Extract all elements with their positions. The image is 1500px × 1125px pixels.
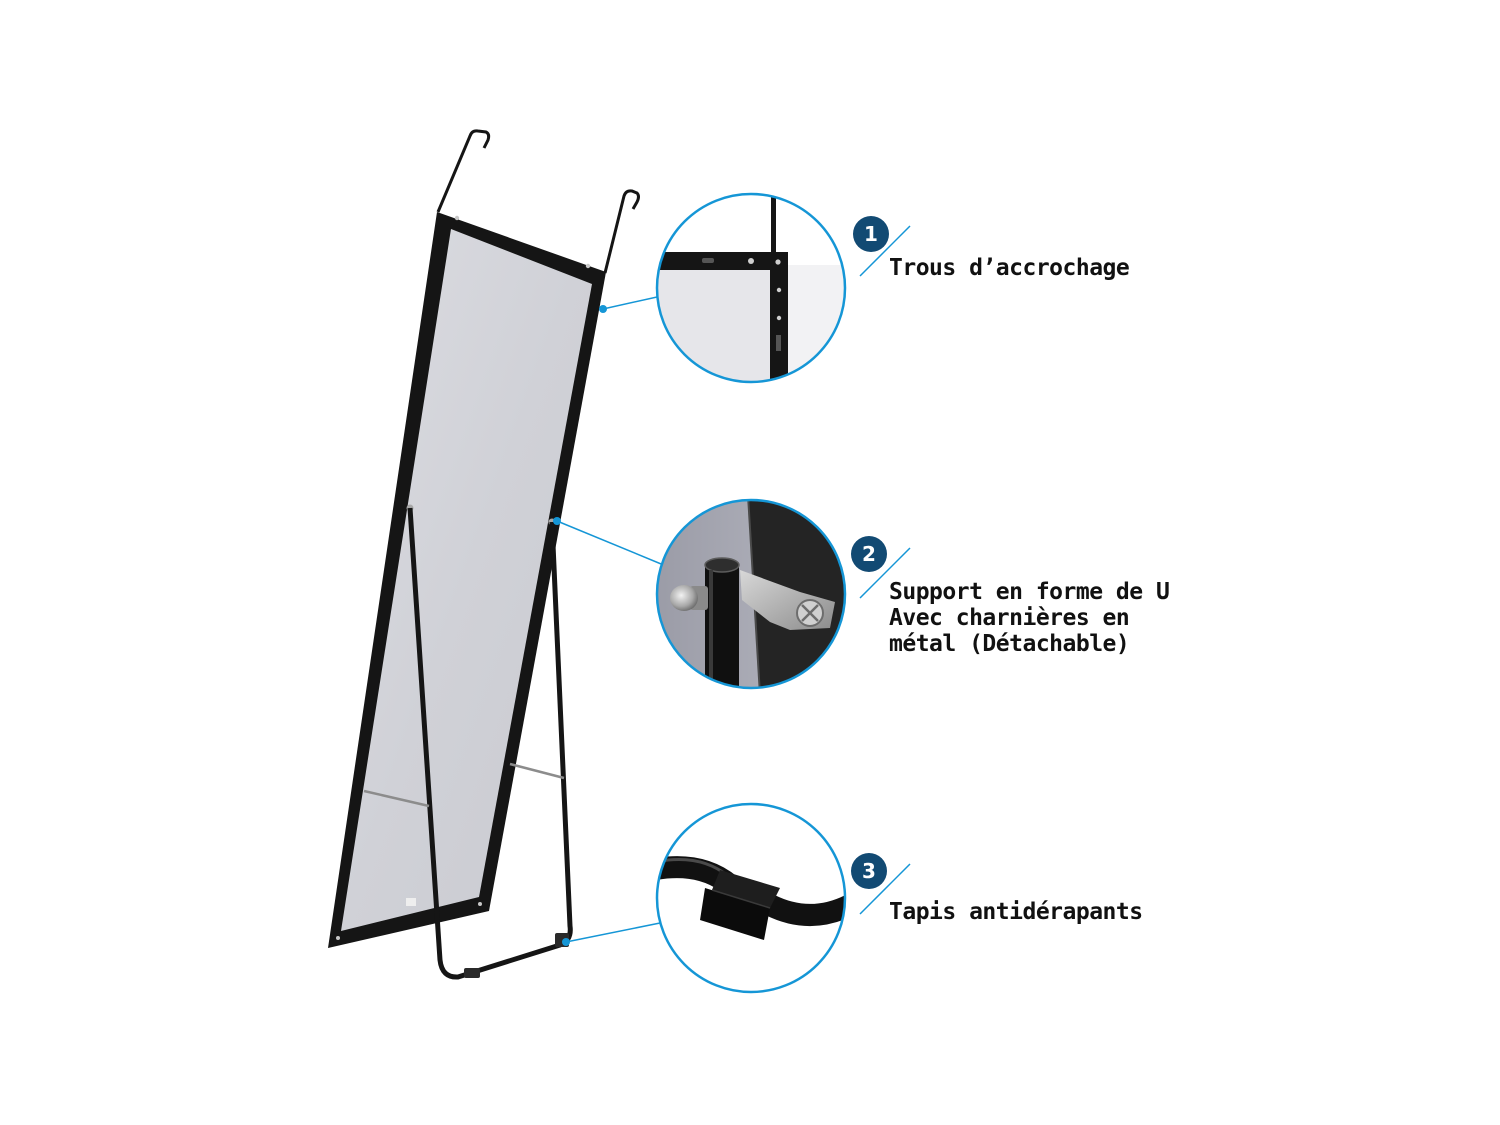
feature-2-line-1: Support en forme de U [889,579,1170,605]
feature-2-line-2: Avec charnières en [889,605,1130,631]
feature-1-line: Trous d’accrochage [889,255,1130,281]
connector-lines [553,296,667,946]
feature-2-line-3: métal (Détachable) [889,631,1130,657]
detail-hanging-holes [655,192,847,384]
feature-2-label: Support en forme de U Avec charnières en… [889,579,1170,657]
hook-right [603,189,640,274]
feature-1-label: Trous d’accrochage [889,255,1130,281]
badge-2-number: 2 [862,542,876,566]
badge-3: 3 [851,853,911,915]
detail-anti-slip-pads [655,802,847,994]
feature-3-line: Tapis antidérapants [889,899,1143,925]
detail-u-support [655,498,847,690]
hook-left [436,129,491,213]
feature-3-label: Tapis antidérapants [889,899,1143,925]
u-stand [363,507,573,980]
badge-1-number: 1 [864,222,878,246]
badge-3-number: 3 [862,859,876,883]
badge-2: 2 [851,536,911,599]
stand-leg [407,507,573,980]
mirror-glass [341,229,592,931]
mirror [328,129,640,948]
badge-1: 1 [853,216,911,277]
